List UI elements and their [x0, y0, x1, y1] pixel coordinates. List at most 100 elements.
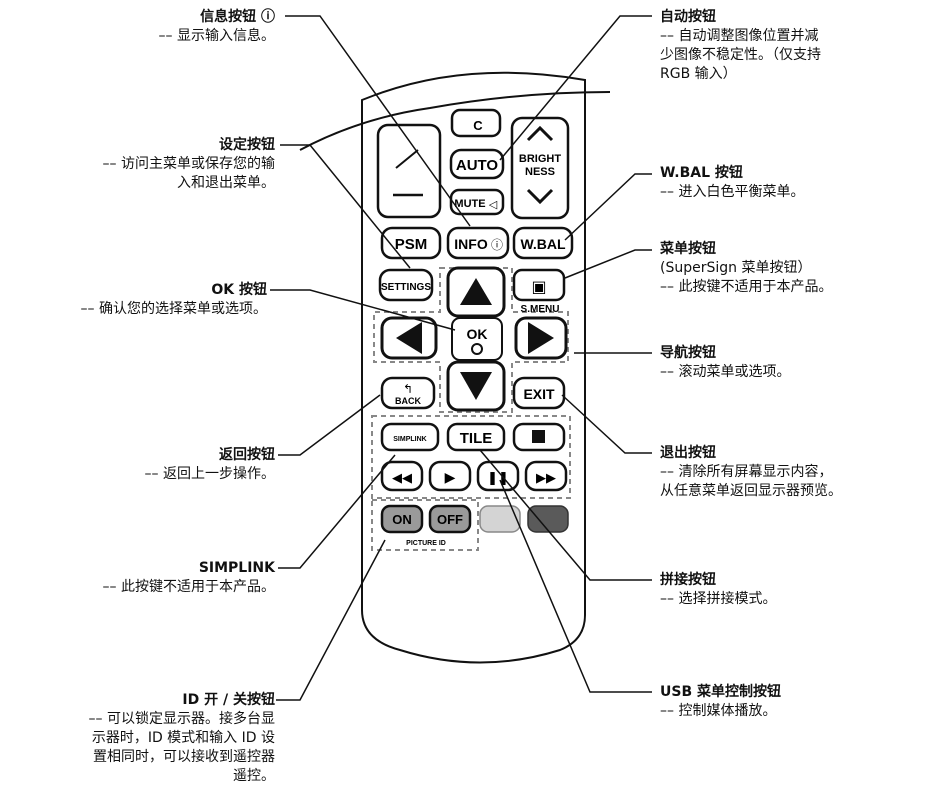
back-callout: 返回按钮 –– 返回上一步操作。: [145, 446, 275, 484]
info-callout-desc: –– 显示输入信息。: [158, 28, 275, 44]
fastforward-icon: ▶▶: [536, 471, 556, 486]
ok-callout-title: OK 按钮: [211, 282, 267, 298]
usb-dashed-outline: [371, 415, 571, 499]
brightness-label-2: NESS: [525, 166, 555, 178]
mute-button[interactable]: [449, 188, 505, 216]
back-label: BACK: [395, 396, 421, 406]
exit-callout: 退出按钮 –– 清除所有屏幕显示内容， 从任意菜单返回显示器预览。: [660, 444, 842, 501]
arrow-up-icon: [460, 278, 492, 305]
ok-callout: OK 按钮 –– 确认您的选择菜单或选项。: [81, 281, 267, 319]
wbal-label: W.BAL: [520, 236, 566, 252]
smenu-label: S.MENU: [521, 304, 560, 315]
exit-callout-desc: –– 清除所有屏幕显示内容， 从任意菜单返回显示器预览。: [660, 464, 842, 499]
chevron-down-icon: [526, 188, 554, 205]
psm-label: PSM: [395, 236, 428, 253]
back-callout-title: 返回按钮: [219, 447, 275, 463]
remote-wave-line: [299, 91, 611, 151]
settings-callout: 设定按钮 –– 访问主菜单或保存您的输 入和退出菜单。: [103, 136, 275, 193]
fastforward-button[interactable]: [524, 460, 568, 492]
ok-label: OK: [467, 326, 488, 342]
auto-callout: 自动按钮 –– 自动调整图像位置并减 少图像不稳定性。（仅支持 RGB 输入）: [660, 8, 821, 84]
ok-dot-icon: [471, 343, 483, 355]
chevron-up-icon: [526, 125, 554, 142]
back-button[interactable]: [380, 376, 436, 410]
play-icon: ▶: [445, 470, 456, 486]
simplink-label: SIMPLINK: [393, 436, 426, 443]
wbal-callout: W.BAL 按钮 –– 进入白色平衡菜单。: [660, 164, 804, 202]
mute-label: MUTE: [454, 198, 485, 210]
tile-callout: 拼接按钮 –– 选择拼接模式。: [660, 571, 776, 609]
id-on-label: ON: [392, 512, 412, 527]
wbal-button[interactable]: [512, 226, 574, 260]
speaker-icon: ◁: [489, 198, 498, 211]
info-button[interactable]: [446, 226, 510, 260]
top-partial-button[interactable]: [450, 108, 502, 138]
usb-callout: USB 菜单控制按钮 –– 控制媒体播放。: [660, 683, 781, 721]
info-icon: ⓘ: [491, 238, 503, 252]
brightness-rocker[interactable]: [510, 116, 570, 220]
usb-callout-title: USB 菜单控制按钮: [660, 684, 781, 700]
dark-gray-button[interactable]: [527, 505, 569, 533]
simplink-button[interactable]: [380, 422, 440, 452]
volume-up-icon: [395, 149, 419, 169]
settings-callout-title: 设定按钮: [219, 137, 275, 153]
arrow-left-icon: [396, 322, 422, 354]
id-off-label: OFF: [437, 512, 463, 527]
rewind-button[interactable]: [380, 460, 424, 492]
nav-callout-desc: –– 滚动菜单或选项。: [660, 364, 791, 380]
simplink-callout: SIMPLINK –– 此按键不适用于本产品。: [103, 559, 275, 597]
ok-button[interactable]: [451, 317, 503, 361]
settings-callout-desc: –– 访问主菜单或保存您的输 入和退出菜单。: [102, 156, 275, 191]
wbal-callout-title: W.BAL 按钮: [660, 165, 743, 181]
arrow-down-icon: [460, 372, 492, 400]
light-gray-button[interactable]: [479, 505, 521, 533]
info-label: INFO: [454, 236, 488, 252]
smenu-button[interactable]: [512, 268, 566, 302]
settings-button[interactable]: [378, 268, 434, 302]
id-callout: ID 开 / 关按钮 –– 可以锁定显示器。接多台显 示器时，ID 模式和输入 …: [89, 691, 275, 786]
nav-callout-title: 导航按钮: [660, 345, 716, 361]
stop-icon: [532, 430, 545, 443]
info-callout: 信息按钮 ⓘ –– 显示输入信息。: [159, 8, 275, 46]
exit-button[interactable]: [512, 376, 566, 410]
id-off-button[interactable]: [428, 504, 472, 534]
usb-callout-desc: –– 控制媒体播放。: [660, 703, 777, 719]
exit-label: EXIT: [523, 386, 555, 402]
exit-callout-title: 退出按钮: [660, 445, 716, 461]
brightness-label-1: BRIGHT: [519, 153, 561, 165]
id-on-button[interactable]: [380, 504, 424, 534]
top-partial-label: C: [473, 118, 483, 133]
id-callout-title: ID 开 / 关按钮: [182, 692, 275, 708]
rewind-icon: ◀◀: [392, 471, 412, 486]
pause-icon: ❚❚: [487, 471, 509, 486]
grid-icon: ▣: [531, 277, 546, 296]
arrow-right-icon: [528, 322, 554, 354]
menu-callout-title: 菜单按钮: [660, 241, 716, 257]
tile-callout-title: 拼接按钮: [660, 572, 716, 588]
auto-label: AUTO: [456, 157, 499, 174]
nav-dashed-outline: [373, 267, 569, 413]
auto-callout-desc: –– 自动调整图像位置并减 少图像不稳定性。（仅支持 RGB 输入）: [660, 28, 821, 82]
back-callout-desc: –– 返回上一步操作。: [144, 466, 275, 482]
settings-label: SETTINGS: [381, 282, 431, 293]
tile-button[interactable]: [446, 422, 506, 452]
menu-callout: 菜单按钮 (SuperSign 菜单按钮） –– 此按键不适用于本产品。: [660, 240, 832, 297]
wbal-callout-desc: –– 进入白色平衡菜单。: [660, 184, 805, 200]
return-arrow-icon: ↰: [403, 382, 413, 396]
nav-callout: 导航按钮 –– 滚动菜单或选项。: [660, 344, 790, 382]
menu-callout-desc: (SuperSign 菜单按钮） –– 此按键不适用于本产品。: [660, 260, 833, 295]
auto-button[interactable]: [449, 148, 505, 180]
callout-lines: [270, 15, 652, 701]
ok-callout-desc: –– 确认您的选择菜单或选项。: [80, 301, 267, 317]
play-button[interactable]: [428, 460, 472, 492]
id-callout-desc: –– 可以锁定显示器。接多台显 示器时，ID 模式和输入 ID 设 置相同时，可…: [88, 711, 275, 784]
picture-id-label: PICTURE ID: [406, 540, 446, 547]
simplink-callout-title: SIMPLINK: [198, 560, 275, 576]
auto-callout-title: 自动按钮: [660, 9, 716, 25]
info-callout-title: 信息按钮 ⓘ: [200, 9, 275, 25]
picture-id-dashed-outline: [371, 499, 479, 551]
tile-label: TILE: [460, 430, 493, 447]
simplink-callout-desc: –– 此按键不适用于本产品。: [102, 579, 275, 595]
tile-callout-desc: –– 选择拼接模式。: [660, 591, 777, 607]
